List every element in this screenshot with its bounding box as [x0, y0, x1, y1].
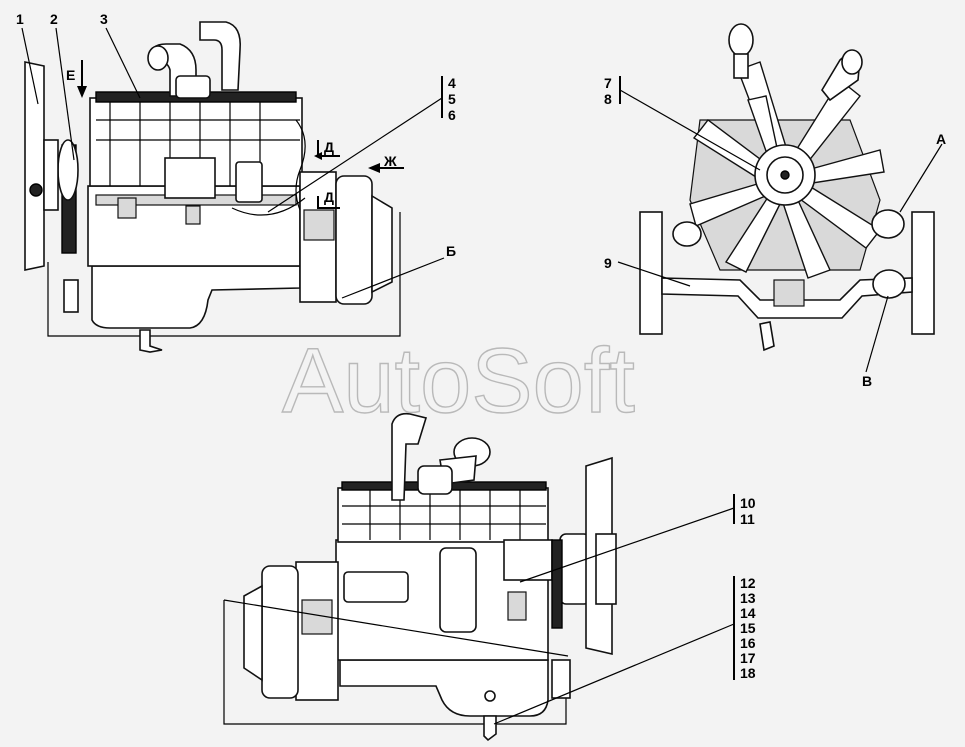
leaders-front-view: [617, 76, 943, 373]
section-label-zh: Ж: [383, 153, 397, 169]
section-label-d-upper: Д: [324, 139, 334, 155]
label-2: 2: [50, 11, 58, 27]
label-12: 12: [740, 575, 756, 591]
leaders-bottom-view: [223, 494, 735, 725]
section-label-e: Е: [66, 67, 75, 83]
label-18: 18: [740, 665, 756, 681]
label-14: 14: [740, 605, 756, 621]
label-8: 8: [604, 91, 612, 107]
label-b-cyr: Б: [446, 243, 456, 259]
label-17: 17: [740, 650, 756, 666]
section-label-d-lower: Д: [324, 189, 334, 205]
label-7: 7: [604, 75, 612, 91]
label-5: 5: [448, 91, 456, 107]
label-16: 16: [740, 635, 756, 651]
label-13: 13: [740, 590, 756, 606]
label-4: 4: [448, 75, 456, 91]
label-a-cyr: А: [936, 131, 946, 147]
label-11: 11: [740, 511, 755, 527]
label-9: 9: [604, 255, 612, 271]
label-1: 1: [16, 11, 24, 27]
label-3: 3: [100, 11, 108, 27]
engine-front-view: [639, 23, 935, 352]
leaders-left-view: [21, 27, 445, 299]
engine-side-view-bottom: [223, 412, 617, 742]
engine-side-view-left: [24, 21, 401, 353]
label-15: 15: [740, 620, 756, 636]
watermark-text: AutoSoft: [282, 330, 635, 432]
part-labels: 1 2 3 Е 4 5 6 Д Д Ж Б 7 8 9 А В 10 11 12…: [16, 11, 946, 681]
label-6: 6: [448, 107, 456, 123]
label-v-cyr: В: [862, 373, 872, 389]
label-10: 10: [740, 495, 756, 511]
